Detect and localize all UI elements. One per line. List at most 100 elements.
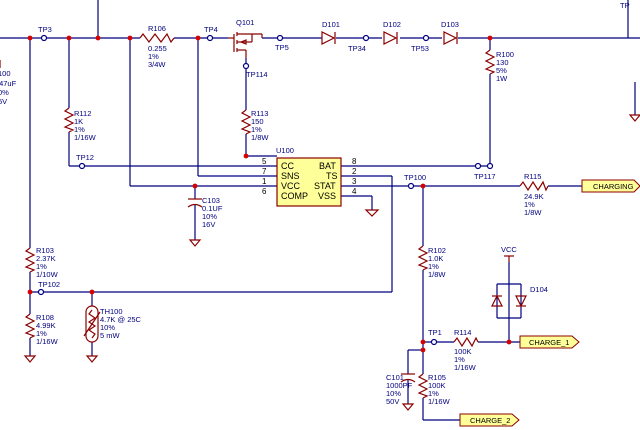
svg-text:BAT: BAT bbox=[319, 161, 336, 171]
svg-text:.47uF: .47uF bbox=[0, 79, 17, 88]
svg-text:VCC: VCC bbox=[281, 181, 301, 191]
tp1-label: TP1 bbox=[428, 328, 442, 337]
svg-text:1/10W: 1/10W bbox=[36, 270, 59, 279]
tp102-label: TP102 bbox=[38, 280, 60, 289]
svg-text:1%: 1% bbox=[428, 389, 439, 398]
svg-text:5%: 5% bbox=[496, 66, 507, 75]
svg-text:CC: CC bbox=[281, 161, 294, 171]
svg-text:130: 130 bbox=[496, 58, 509, 67]
svg-text:1: 1 bbox=[262, 177, 267, 186]
svg-text:1%: 1% bbox=[148, 52, 159, 61]
svg-text:16V: 16V bbox=[202, 220, 215, 229]
svg-text:R115: R115 bbox=[524, 172, 541, 181]
r108-resistor bbox=[24, 313, 36, 339]
tp117-label: TP117 bbox=[474, 172, 496, 181]
svg-text:COMP: COMP bbox=[281, 191, 308, 201]
ground-symbols bbox=[23, 114, 640, 411]
svg-text:4.99K: 4.99K bbox=[36, 321, 56, 330]
d102-diode bbox=[383, 31, 398, 45]
svg-text:1/8W: 1/8W bbox=[524, 208, 542, 217]
svg-text:24.9K: 24.9K bbox=[524, 192, 544, 201]
r112-resistor bbox=[63, 107, 75, 133]
svg-text:CHARGE_2: CHARGE_2 bbox=[470, 416, 510, 425]
svg-text:VCC: VCC bbox=[501, 245, 517, 254]
labels: TP3 TP4 TP5 TP34 TP53 TP TP114 TP12 TP11… bbox=[0, 1, 630, 406]
svg-text:1000PF: 1000PF bbox=[386, 381, 413, 390]
svg-text:D104: D104 bbox=[530, 285, 548, 294]
r114-resistor bbox=[453, 336, 479, 348]
svg-text:1%: 1% bbox=[524, 200, 535, 209]
svg-text:10%: 10% bbox=[100, 323, 115, 332]
tp4-label: TP4 bbox=[204, 25, 218, 34]
svg-text:1.0K: 1.0K bbox=[428, 254, 443, 263]
svg-text:100K: 100K bbox=[428, 381, 446, 390]
svg-text:SNS: SNS bbox=[281, 171, 300, 181]
symbols bbox=[0, 31, 640, 411]
svg-text:R103: R103 bbox=[36, 246, 54, 255]
svg-text:1/16W: 1/16W bbox=[428, 397, 451, 406]
svg-text:1K: 1K bbox=[74, 117, 83, 126]
svg-text:R108: R108 bbox=[36, 313, 54, 322]
svg-text:8: 8 bbox=[352, 157, 357, 166]
th100-thermistor bbox=[85, 305, 99, 343]
svg-text:0%: 0% bbox=[0, 88, 9, 97]
svg-text:1/8W: 1/8W bbox=[251, 133, 269, 142]
svg-text:U100: U100 bbox=[276, 146, 294, 155]
svg-text:C101: C101 bbox=[386, 373, 404, 382]
svg-text:5: 5 bbox=[262, 157, 267, 166]
svg-text:10%: 10% bbox=[202, 212, 217, 221]
svg-text:R106: R106 bbox=[148, 24, 166, 33]
svg-text:4: 4 bbox=[352, 187, 357, 196]
r102-resistor bbox=[417, 245, 429, 271]
svg-text:5 mW: 5 mW bbox=[100, 331, 121, 340]
svg-text:Q101: Q101 bbox=[236, 18, 254, 27]
tp100-label: TP100 bbox=[404, 173, 426, 182]
d104-diode bbox=[491, 294, 527, 308]
svg-text:3/4W: 3/4W bbox=[148, 60, 166, 69]
tp53-label: TP53 bbox=[411, 44, 429, 53]
svg-text:1W: 1W bbox=[496, 74, 508, 83]
r105-resistor bbox=[417, 373, 429, 399]
svg-text:1/16W: 1/16W bbox=[74, 133, 97, 142]
tp34-label: TP34 bbox=[348, 44, 366, 53]
svg-text:1%: 1% bbox=[36, 329, 47, 338]
svg-text:1%: 1% bbox=[74, 125, 85, 134]
tp12-label: TP12 bbox=[76, 153, 94, 162]
svg-text:CHARGING: CHARGING bbox=[593, 182, 634, 191]
svg-text:7: 7 bbox=[262, 167, 267, 176]
testpoint-markers bbox=[37, 34, 494, 346]
charging-flag: CHARGING bbox=[581, 179, 640, 193]
svg-text:D103: D103 bbox=[441, 20, 459, 29]
svg-text:3: 3 bbox=[352, 177, 357, 186]
d101-diode bbox=[321, 31, 336, 45]
svg-text:5V: 5V bbox=[0, 97, 7, 106]
svg-text:1/16W: 1/16W bbox=[454, 363, 477, 372]
svg-text:0.255: 0.255 bbox=[148, 44, 167, 53]
svg-text:1%: 1% bbox=[454, 355, 465, 364]
svg-text:150: 150 bbox=[251, 117, 264, 126]
svg-text:VSS: VSS bbox=[318, 191, 336, 201]
svg-text:R105: R105 bbox=[428, 373, 446, 382]
vcc-symbol bbox=[504, 255, 514, 262]
svg-text:100: 100 bbox=[0, 69, 11, 78]
r100-resistor bbox=[484, 49, 496, 75]
svg-text:6: 6 bbox=[262, 187, 267, 196]
svg-text:1%: 1% bbox=[428, 262, 439, 271]
svg-text:1/16W: 1/16W bbox=[36, 337, 59, 346]
tp114-label: TP114 bbox=[246, 70, 268, 79]
svg-text:R113: R113 bbox=[251, 109, 268, 118]
svg-text:2: 2 bbox=[352, 167, 357, 176]
svg-text:1/8W: 1/8W bbox=[428, 270, 446, 279]
r106-resistor bbox=[139, 32, 175, 44]
tp-top-label: TP bbox=[620, 1, 630, 10]
u100-ic bbox=[276, 157, 342, 207]
d103-diode bbox=[443, 31, 458, 45]
svg-text:2.37K: 2.37K bbox=[36, 254, 56, 263]
svg-text:D102: D102 bbox=[383, 20, 401, 29]
junction-dots bbox=[27, 35, 512, 353]
svg-text:R114: R114 bbox=[454, 328, 471, 337]
svg-text:0.1UF: 0.1UF bbox=[202, 204, 223, 213]
r103-resistor bbox=[24, 247, 36, 273]
svg-text:100K: 100K bbox=[454, 347, 472, 356]
svg-text:TH100: TH100 bbox=[100, 307, 123, 316]
